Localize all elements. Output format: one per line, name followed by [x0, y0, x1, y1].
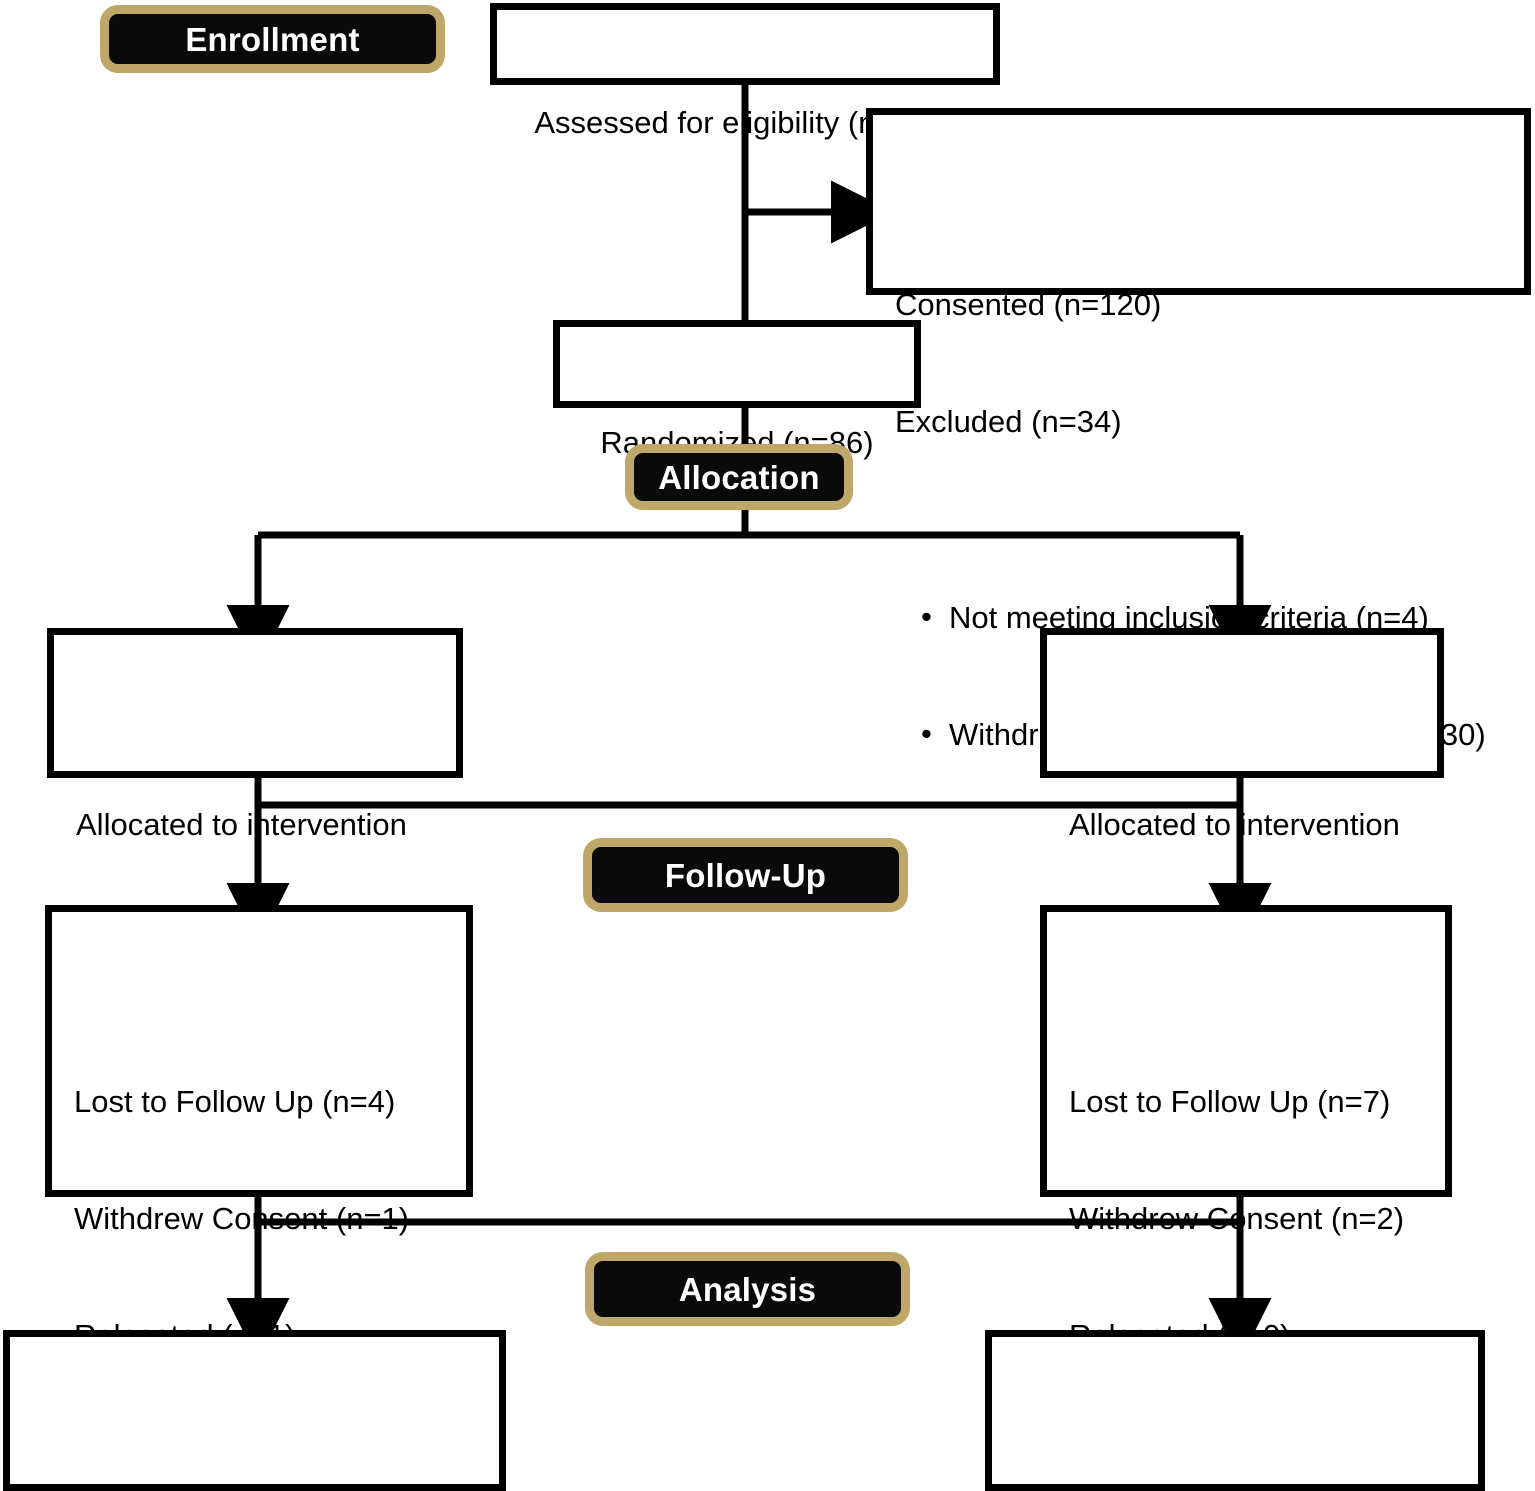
consented-text: Consented (n=120) — [895, 287, 1162, 323]
box-followup-pla: Lost to Follow Up (n=7) Withdrew Consent… — [1040, 905, 1452, 1353]
followup-pla-withdrew: Withdrew Consent (n=2) — [1069, 1201, 1405, 1237]
box-analyzed-msp: Analyzed (n=35) Excluded from analysis (… — [3, 1330, 506, 1491]
excluded-total-text: Excluded (n=34) — [895, 404, 1122, 440]
box-allocated-msp: Allocated to intervention MSP (n=42) — [47, 628, 463, 959]
stage-banner-analysis-label: Analysis — [678, 1270, 817, 1308]
stage-banner-follow-up-label: Follow-Up — [664, 856, 827, 894]
followup-msp-withdrew: Withdrew Consent (n=1) — [74, 1201, 410, 1237]
allocated-msp-line1: Allocated to intervention — [76, 807, 407, 843]
stage-banner-enrollment: Enrollment — [100, 5, 445, 73]
stage-banner-allocation-label: Allocation — [658, 458, 820, 496]
followup-msp-lost: Lost to Follow Up (n=4) — [74, 1084, 396, 1120]
box-randomized: Randomized (n=86) — [553, 320, 921, 460]
followup-pla-lost: Lost to Follow Up (n=7) — [1069, 1084, 1391, 1120]
box-assessed-for-eligibility: Assessed for eligibility (n=120) — [490, 3, 1000, 140]
box-followup-msp: Lost to Follow Up (n=4) Withdrew Consent… — [45, 905, 473, 1353]
stage-banner-allocation: Allocation — [625, 444, 853, 510]
box-excluded: Consented (n=120) Excluded (n=34) Not me… — [866, 108, 1531, 753]
box-allocated-pla: Allocated to intervention PLA (n=44) — [1040, 628, 1444, 959]
box-analyzed-pla: Analyzed (n=35) Excluded from analysis (… — [985, 1330, 1485, 1491]
stage-banner-follow-up: Follow-Up — [583, 838, 908, 912]
allocated-pla-line1: Allocated to intervention — [1069, 807, 1400, 843]
stage-banner-analysis: Analysis — [585, 1252, 910, 1326]
stage-banner-enrollment-label: Enrollment — [185, 20, 360, 58]
